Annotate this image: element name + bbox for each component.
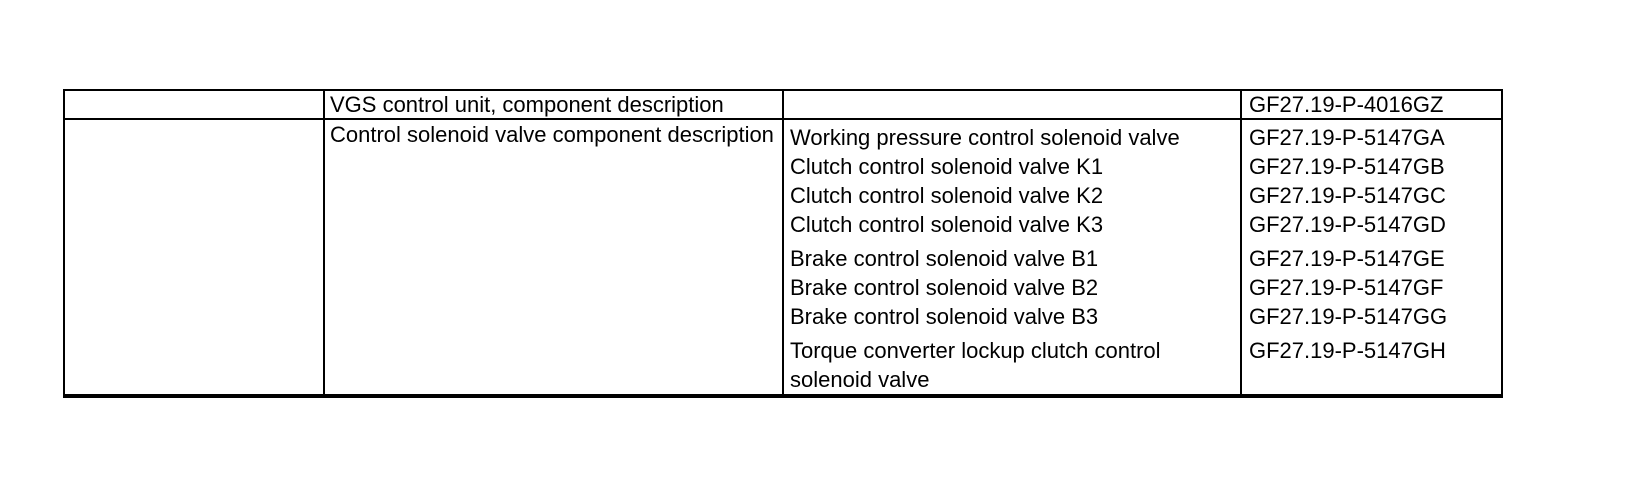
- document-code: GF27.19-P-5147GH: [1249, 338, 1446, 363]
- component-name: Clutch control solenoid valve K1: [790, 154, 1104, 179]
- category-label: Control solenoid valve component descrip…: [325, 120, 784, 394]
- component-name-list: Working pressure control solenoid valve …: [784, 120, 1242, 394]
- category-label: VGS control unit, component description: [325, 91, 784, 118]
- document-code: GF27.19-P-5147GF: [1249, 275, 1444, 300]
- document-code-list: GF27.19-P-5147GA GF27.19-P-5147GB GF27.1…: [1242, 120, 1501, 394]
- component-name: Clutch control solenoid valve K2: [790, 183, 1104, 208]
- document-code: GF27.19-P-5147GE: [1249, 246, 1445, 271]
- document-code: GF27.19-P-5147GA: [1249, 125, 1445, 150]
- document-code: GF27.19-P-5147GB: [1249, 154, 1445, 179]
- document-code: GF27.19-P-5147GC: [1249, 183, 1446, 208]
- component-name: Clutch control solenoid valve K3: [790, 212, 1104, 237]
- document-code: GF27.19-P-5147GD: [1249, 212, 1446, 237]
- component-name: Torque converter lockup clutch control s…: [790, 338, 1161, 392]
- document-code: GF27.19-P-4016GZ: [1249, 92, 1444, 117]
- table-row-control-solenoid-valves: Control solenoid valve component descrip…: [65, 120, 1501, 394]
- empty-left-cell: [65, 91, 325, 118]
- empty-component-cell: [784, 91, 1242, 118]
- component-name: Brake control solenoid valve B2: [790, 275, 1099, 300]
- document-code: GF27.19-P-5147GG: [1249, 304, 1448, 329]
- table-row-vgs-control-unit: VGS control unit, component description …: [65, 91, 1501, 120]
- component-name: Working pressure control solenoid valve: [790, 125, 1180, 150]
- component-name: Brake control solenoid valve B3: [790, 304, 1099, 329]
- component-description-table: VGS control unit, component description …: [63, 89, 1503, 398]
- component-name: Brake control solenoid valve B1: [790, 246, 1099, 271]
- empty-left-cell: [65, 120, 325, 394]
